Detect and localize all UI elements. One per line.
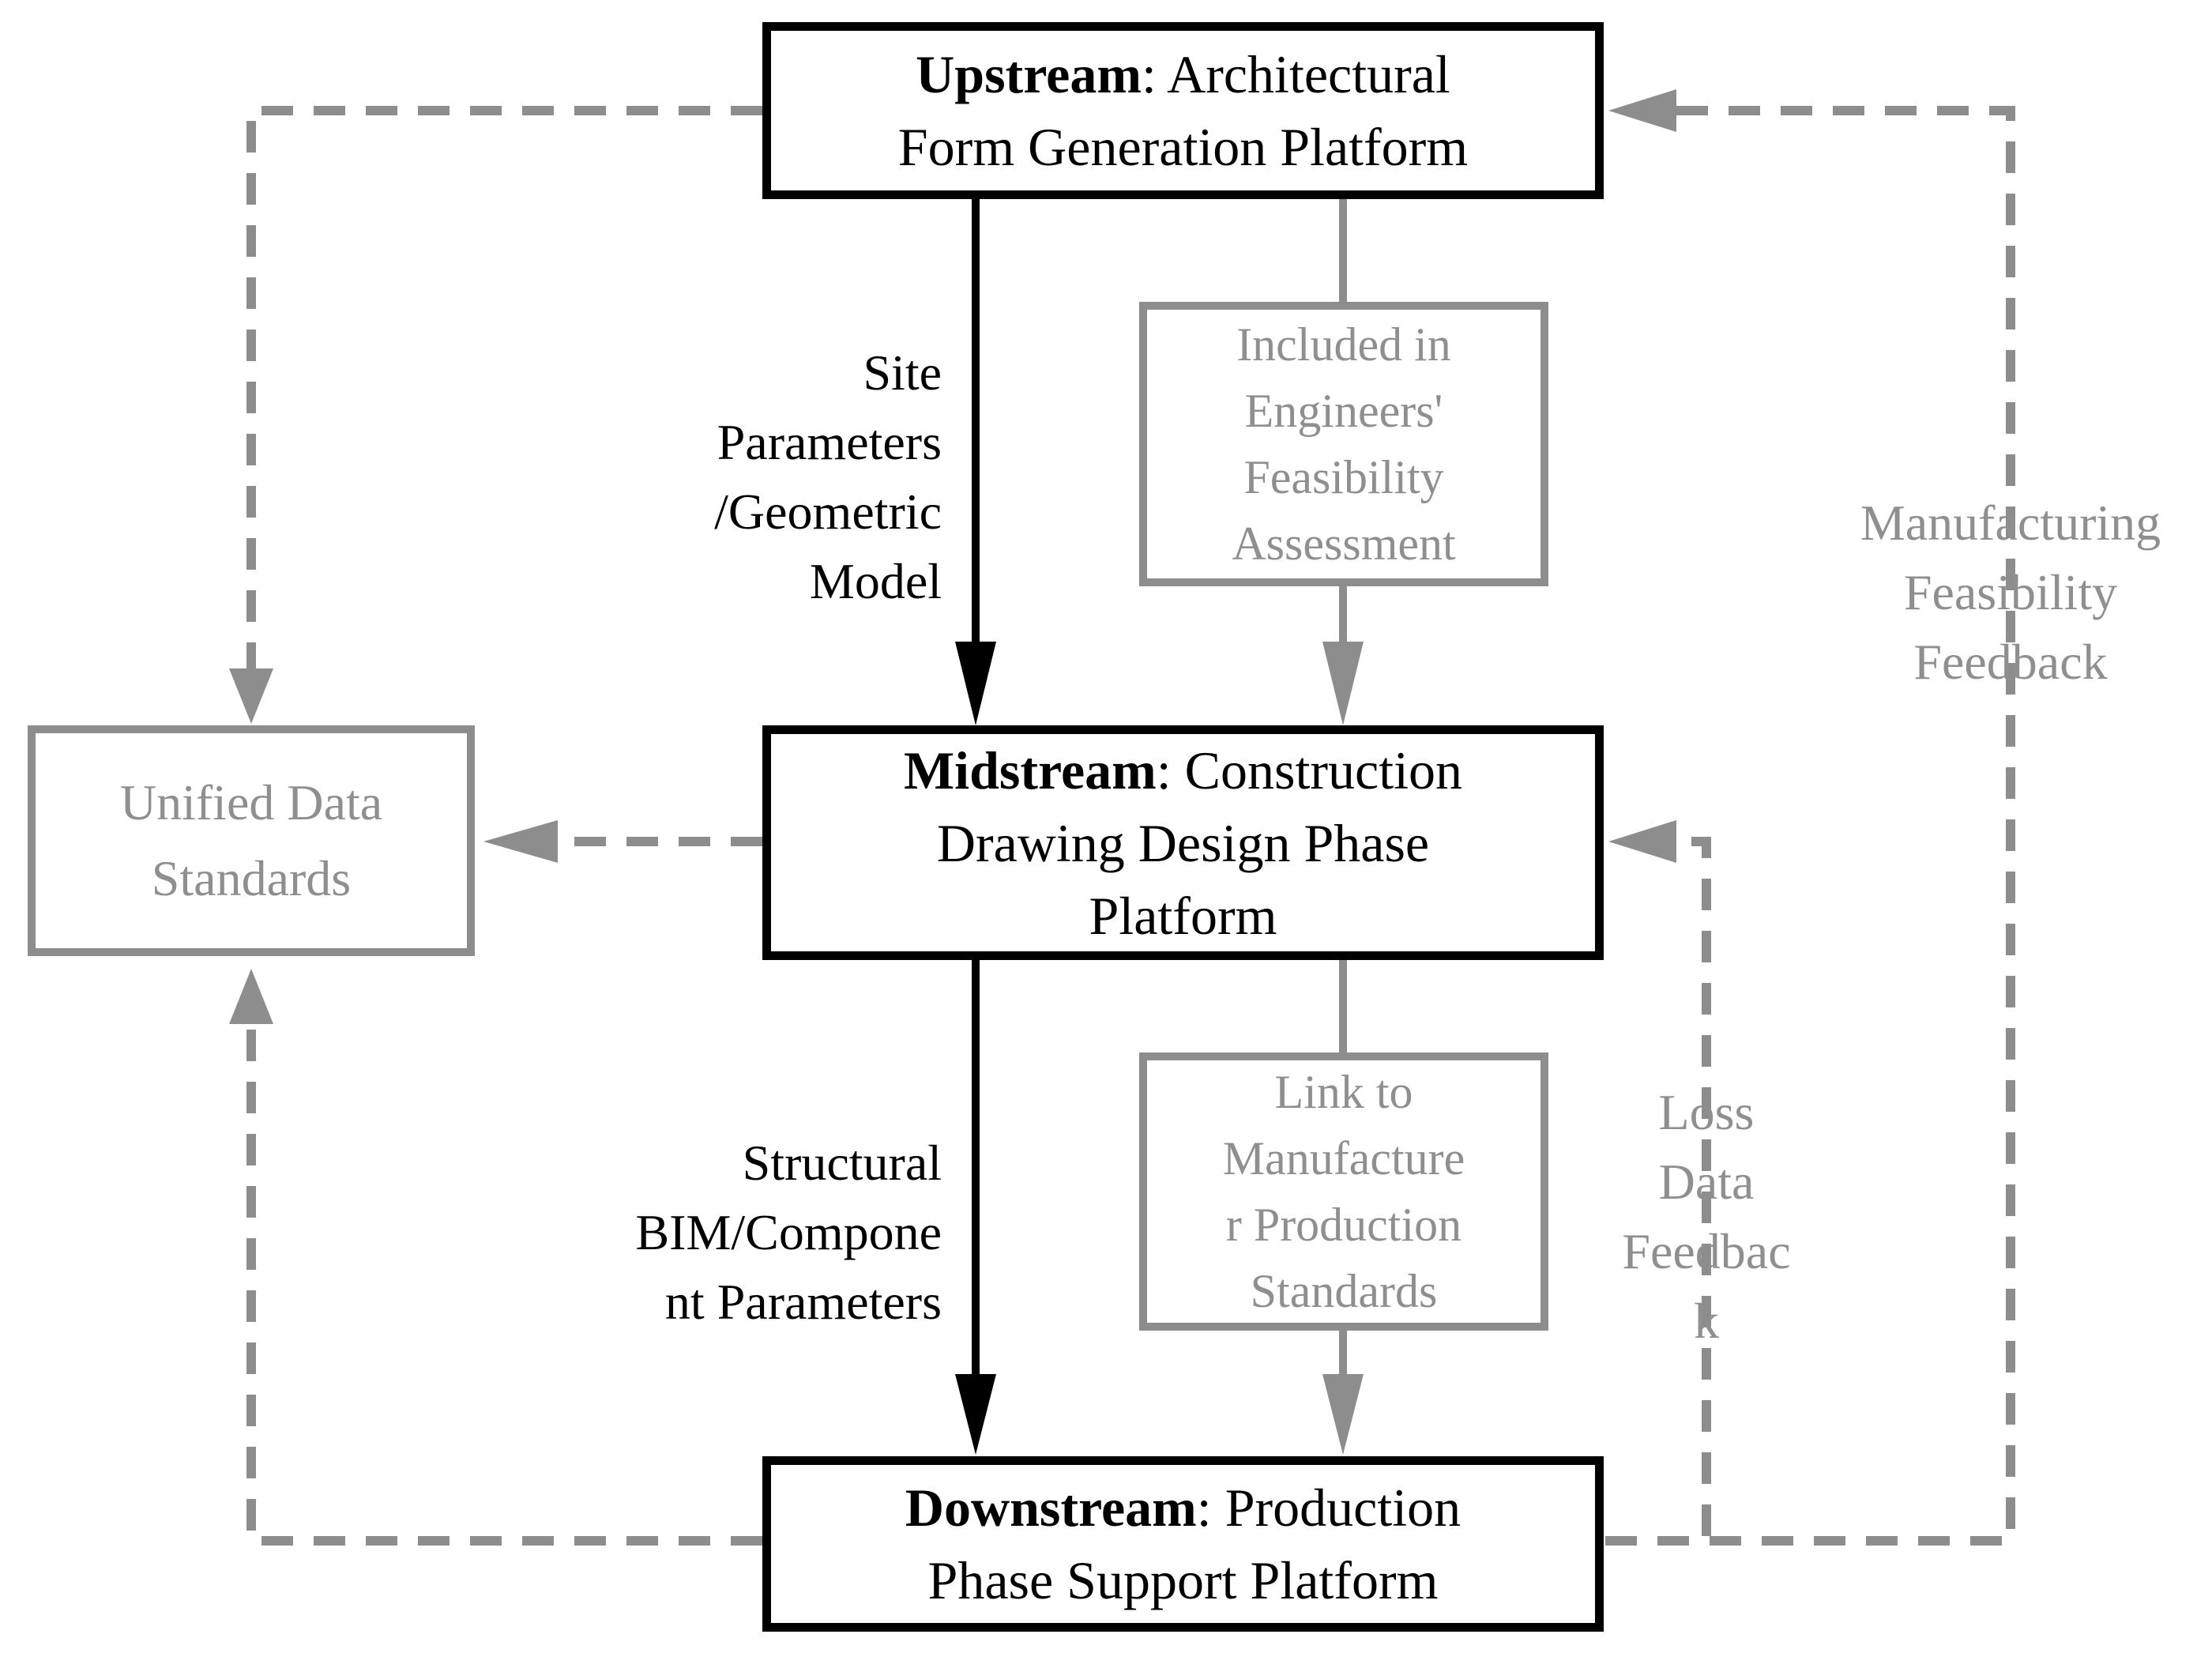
node-title-line: Link to — [1274, 1066, 1413, 1118]
edge-label-structural-bim: Structural BIM/Compone nt Parameters — [521, 1128, 942, 1337]
node-title-line: Midstream: Construction — [904, 740, 1462, 800]
node-midstream-platform: Midstream: Construction Drawing Design P… — [762, 725, 1604, 960]
node-title-line: Platform — [1089, 885, 1277, 946]
node-title-line: Downstream: Production — [905, 1478, 1462, 1538]
dashed-downstream-to-unified — [229, 969, 762, 1546]
node-title-line: Included in — [1236, 318, 1451, 371]
edge-label-line: Parameters — [717, 414, 942, 470]
edge-label-line: Site — [863, 345, 942, 401]
node-title-line: Standards — [1250, 1265, 1438, 1317]
node-upstream-platform: Upstream: Architectural Form Generation … — [762, 22, 1604, 199]
edge-label-line: BIM/Compone — [635, 1204, 942, 1260]
edge-label-line: k — [1694, 1293, 1719, 1349]
arrow-midstream-to-downstream — [955, 958, 996, 1455]
node-unified-data-standards: Unified Data Standards — [28, 725, 475, 956]
edge-label-line: Feasibility — [1903, 564, 2118, 620]
edge-label-line: Data — [1658, 1154, 1755, 1210]
dashed-upstream-to-unified — [229, 106, 762, 724]
node-title-line: Phase Support Platform — [927, 1550, 1439, 1610]
edge-label-line: nt Parameters — [664, 1274, 942, 1330]
edge-label-line: Model — [809, 553, 942, 609]
node-title-line: Drawing Design Phase — [936, 812, 1430, 873]
node-title-line: Standards — [151, 850, 352, 906]
edge-label-manufacturing-feasibility-feedback: Manufacturing Feasibility Feedback — [1809, 488, 2212, 697]
node-title-line: Engineers' — [1244, 385, 1443, 437]
node-title-line: Manufacture — [1222, 1132, 1465, 1184]
edge-label-line: Feedbac — [1622, 1223, 1791, 1279]
node-engineers-feasibility-assessment: Included in Engineers' Feasibility Asses… — [1139, 302, 1548, 586]
node-title-line: Unified Data — [119, 774, 383, 830]
node-title-line: Form Generation Platform — [897, 117, 1469, 177]
edge-label-line: Feedback — [1913, 634, 2108, 690]
node-title-line: Feasibility — [1243, 451, 1444, 503]
node-title-line: r Production — [1225, 1199, 1462, 1251]
node-downstream-platform: Downstream: Production Phase Support Pla… — [762, 1456, 1604, 1632]
node-title-line: Assessment — [1232, 518, 1456, 570]
arrow-upstream-to-midstream — [955, 198, 996, 725]
dashed-midstream-to-unified — [483, 820, 762, 863]
node-manufacturer-production-standards: Link to Manufacture r Production Standar… — [1139, 1052, 1548, 1331]
dashed-downstream-to-upstream-feedback — [1605, 89, 2015, 1546]
edge-label-line: /Geometric — [714, 484, 942, 540]
edge-label-line: Loss — [1658, 1084, 1755, 1140]
edge-label-line: Structural — [742, 1135, 942, 1191]
dashed-downstream-to-midstream-feedback — [1608, 820, 1711, 1536]
edge-label-loss-data-feedback: Loss Data Feedbac k — [1588, 1078, 1825, 1356]
edge-label-line: Manufacturing — [1860, 495, 2161, 551]
edge-label-site-parameters: Site Parameters /Geometric Model — [553, 338, 942, 616]
node-title-line: Upstream: Architectural — [916, 44, 1450, 104]
